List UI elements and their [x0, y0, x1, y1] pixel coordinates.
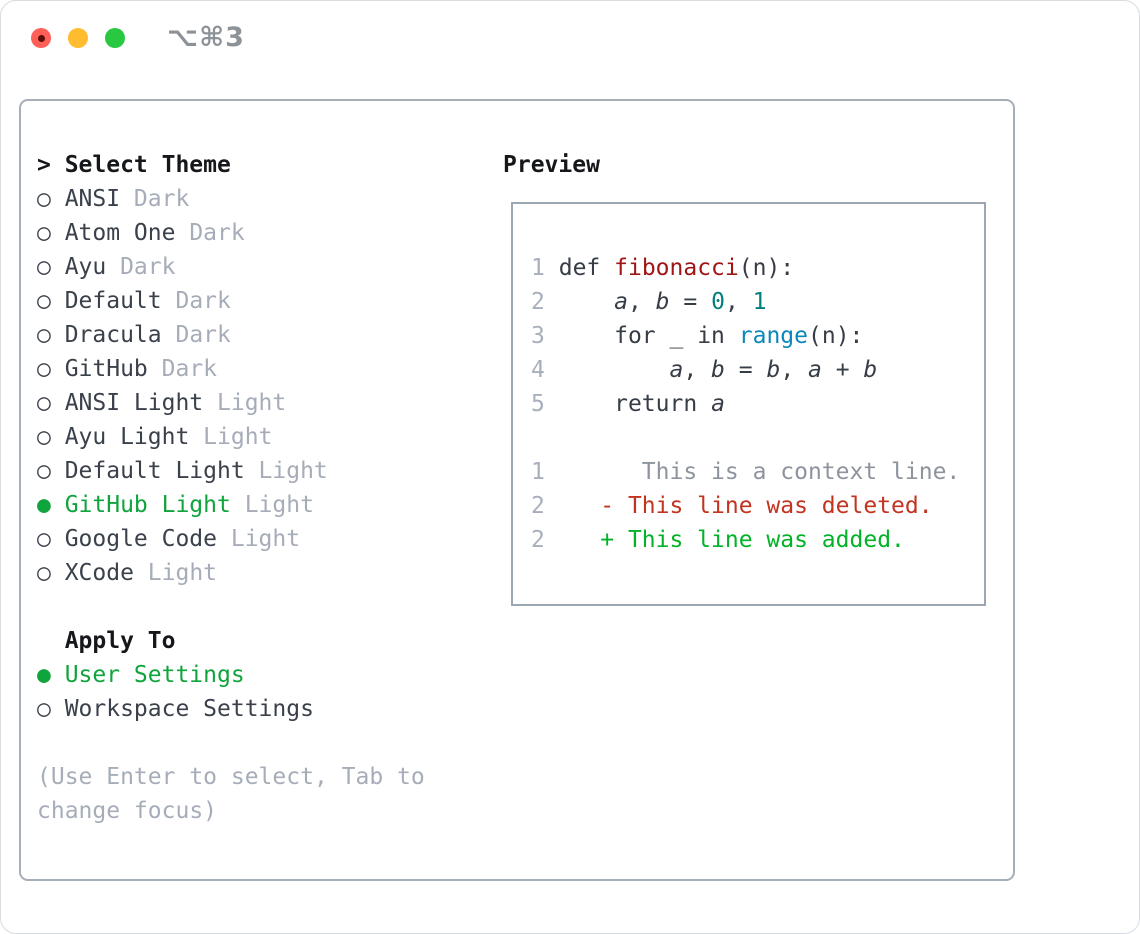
theme-name: Default: [64, 288, 162, 314]
radio-icon: ○: [37, 220, 51, 246]
theme-variant: Dark: [133, 186, 190, 212]
radio-icon: ○: [37, 186, 51, 212]
minimize-button[interactable]: [68, 28, 88, 48]
theme-variant: Dark: [120, 254, 176, 280]
theme-option-xcode-light[interactable]: ○ XCode Light: [37, 556, 425, 590]
code-line: 1 def fibonacci(n):: [531, 255, 795, 281]
titlebar: ⌥⌘3: [1, 1, 1139, 76]
code-line: [531, 421, 984, 455]
theme-option-ansi-dark[interactable]: ○ ANSI Dark: [37, 182, 425, 216]
code-preview: 1 def fibonacci(n): 2 a, b = 0, 1 3 for _ …: [513, 204, 984, 557]
theme-option-default-dark[interactable]: ○ Default Dark: [37, 284, 425, 318]
help-text-line-1: (Use Enter to select, Tab to: [37, 764, 425, 790]
radio-selected-icon: ●: [37, 662, 51, 688]
apply-to-header: Apply To: [37, 624, 425, 658]
theme-variant: Dark: [175, 322, 231, 348]
theme-option-dracula-dark[interactable]: ○ Dracula Dark: [37, 318, 425, 352]
code-line: 2 - This line was deleted.: [531, 493, 933, 519]
window-title: ⌥⌘3: [167, 22, 245, 53]
apply-option-user-settings[interactable]: ● User Settings: [37, 658, 425, 692]
theme-name: ANSI Light: [64, 390, 204, 416]
code-line: 5 return a: [531, 391, 725, 417]
theme-variant: Light: [258, 458, 328, 484]
theme-name: XCode: [64, 560, 134, 586]
radio-icon: ○: [37, 390, 51, 416]
theme-variant: Light: [147, 560, 218, 586]
select-theme-title: Select Theme: [64, 152, 231, 178]
theme-option-github-light[interactable]: ● GitHub Light Light: [37, 488, 425, 522]
theme-option-ansi-light[interactable]: ○ ANSI Light Light: [37, 386, 425, 420]
theme-variant: Dark: [175, 288, 231, 314]
code-line: 1 This is a context line.: [531, 459, 961, 485]
theme-name: ANSI: [64, 186, 121, 212]
theme-option-google-code-light[interactable]: ○ Google Code Light: [37, 522, 425, 556]
code-line: 2 + This line was added.: [531, 527, 905, 553]
radio-icon: ○: [37, 526, 51, 552]
radio-icon: ○: [37, 322, 51, 348]
preview-header: Preview: [503, 152, 600, 178]
cursor-prompt-icon: >: [37, 152, 51, 178]
help-text-line-2: change focus): [37, 798, 218, 824]
theme-name: Dracula: [64, 322, 162, 348]
apply-option-label: User Settings: [64, 662, 245, 688]
theme-variant: Light: [244, 492, 314, 518]
theme-option-ayu-light[interactable]: ○ Ayu Light Light: [37, 420, 425, 454]
theme-variant: Light: [217, 390, 287, 416]
radio-icon: ○: [37, 696, 51, 722]
radio-icon: ○: [37, 424, 51, 450]
theme-option-default-light[interactable]: ○ Default Light Light: [37, 454, 425, 488]
theme-name: Google Code: [64, 526, 218, 552]
radio-selected-icon: ●: [37, 492, 51, 518]
theme-name: Default Light: [64, 458, 245, 484]
theme-variant: Dark: [189, 220, 245, 246]
select-theme-header: > Select Theme: [37, 148, 425, 182]
apply-option-workspace-settings[interactable]: ○ Workspace Settings: [37, 692, 425, 726]
theme-name: Ayu: [64, 254, 107, 280]
maximize-button[interactable]: [105, 28, 125, 48]
radio-icon: ○: [37, 254, 51, 280]
code-line: 4 a, b = b, a + b: [531, 357, 878, 383]
theme-variant: Light: [230, 526, 301, 552]
theme-variant: Dark: [161, 356, 218, 382]
radio-icon: ○: [37, 560, 51, 586]
apply-option-label: Workspace Settings: [64, 696, 314, 722]
close-dot-icon: [37, 34, 45, 42]
apply-to-title: Apply To: [64, 628, 176, 654]
close-button[interactable]: [31, 28, 51, 48]
theme-option-ayu-dark[interactable]: ○ Ayu Dark: [37, 250, 425, 284]
radio-icon: ○: [37, 356, 51, 382]
theme-variant: Light: [203, 424, 273, 450]
spacer: [37, 590, 425, 624]
code-line: 3 for _ in range(n):: [531, 323, 864, 349]
theme-option-github-dark[interactable]: ○ GitHub Dark: [37, 352, 425, 386]
theme-name: GitHub: [64, 356, 148, 382]
radio-icon: ○: [37, 458, 51, 484]
theme-name: GitHub Light: [64, 492, 231, 518]
theme-name: Ayu Light: [64, 424, 190, 450]
radio-icon: ○: [37, 288, 51, 314]
preview-box: 1 def fibonacci(n): 2 a, b = 0, 1 3 for _ …: [511, 202, 986, 606]
spacer: [37, 726, 425, 760]
theme-name: Atom One: [64, 220, 176, 246]
theme-option-atom-one-dark[interactable]: ○ Atom One Dark: [37, 216, 425, 250]
code-line: 2 a, b = 0, 1: [531, 289, 767, 315]
